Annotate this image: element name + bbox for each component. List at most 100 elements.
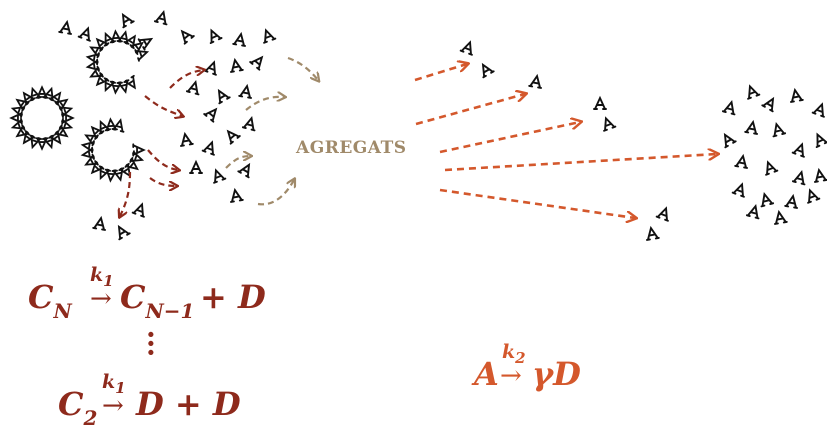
cluster-monomer — [22, 130, 36, 145]
monomer-glyph — [241, 115, 256, 132]
eq1-rate: k1 — [90, 264, 114, 290]
monomer-glyph — [137, 37, 154, 51]
monomer-glyph — [745, 203, 760, 220]
cluster-monomer — [58, 105, 74, 119]
cluster-monomer — [48, 91, 62, 106]
eq2-rhs: D + D — [136, 385, 241, 423]
cluster-monomer — [54, 124, 69, 138]
cluster-monomer — [129, 41, 144, 55]
cluster-monomer — [22, 91, 36, 106]
monomer-glyph — [807, 188, 821, 204]
monomer-glyph — [230, 57, 244, 73]
cluster-monomer — [41, 86, 55, 102]
release-arrow — [169, 70, 203, 89]
monomer-glyph — [765, 160, 779, 176]
eq3-rhs: γD — [532, 355, 581, 393]
monomer-glyph — [723, 132, 737, 149]
aggregates-label: AGREGATS — [296, 138, 407, 158]
monomer-glyph — [784, 193, 798, 209]
cluster-monomer — [111, 118, 125, 133]
monomer-glyph — [203, 107, 218, 123]
release-arrow — [120, 171, 132, 216]
eq2-arrow: → — [102, 391, 124, 421]
cluster-monomer — [10, 117, 26, 131]
monomer-glyph — [201, 140, 215, 156]
cluster-monomer — [124, 157, 139, 171]
monomer-glyph — [814, 167, 827, 183]
cluster-monomer — [84, 153, 99, 166]
monomer-glyph — [731, 182, 745, 198]
cluster-monomer — [89, 46, 104, 59]
cluster-monomer — [109, 80, 123, 95]
monomer-glyph — [593, 95, 607, 110]
monomer-glyph — [528, 73, 542, 89]
eq1-rhs: C — [120, 278, 146, 316]
cluster-monomer — [54, 98, 69, 112]
eq3-arrow: → — [500, 361, 522, 391]
cluster-monomer — [98, 165, 111, 181]
cluster-monomer — [90, 125, 105, 140]
monomer-glyph — [734, 153, 748, 169]
cluster-monomer — [116, 79, 130, 94]
cluster-monomer — [109, 29, 123, 44]
cluster-monomer — [123, 34, 136, 50]
equation-degradation: A → k2 γD — [474, 341, 634, 395]
cluster-monomer — [80, 140, 95, 154]
cluster-monomer — [116, 30, 130, 45]
equation-cluster-release: CN → k1 CN−1 + D — [28, 264, 288, 328]
monomer-glyph — [791, 169, 806, 186]
monomer-glyph — [121, 12, 135, 29]
monomer-glyph — [226, 129, 241, 145]
cluster-monomer — [58, 117, 74, 131]
eq2-rate: k1 — [102, 371, 126, 397]
monomer-glyph — [747, 84, 761, 100]
cluster-monomer — [104, 117, 118, 132]
eq1-rhs-sub: N−1 — [145, 299, 195, 323]
monomer-glyph — [237, 162, 251, 179]
cluster-monomer — [10, 105, 26, 119]
monomer-glyph — [481, 62, 495, 79]
monomer-glyph — [744, 119, 758, 135]
cluster-monomer — [129, 150, 145, 163]
cluster-monomer — [103, 77, 116, 93]
degradation-arrow — [439, 188, 635, 218]
free-monomers — [58, 9, 827, 241]
degradation-arrow — [444, 154, 717, 172]
cluster-monomer — [29, 134, 43, 150]
eq2-lhs: C — [58, 385, 84, 423]
monomer-glyph — [131, 202, 145, 218]
monomer-glyph — [603, 116, 617, 132]
aggregation-arrow — [257, 180, 294, 206]
monomer-glyph — [811, 102, 825, 118]
cluster-monomer — [80, 146, 95, 160]
cluster-monomer — [15, 124, 30, 138]
monomer-glyph — [791, 142, 805, 158]
micelle-clusters — [9, 29, 150, 183]
monomer-glyph — [646, 225, 660, 241]
eq2-lhs-sub: 2 — [83, 406, 98, 430]
release-arrows — [120, 70, 203, 216]
cluster-monomer — [35, 137, 49, 151]
cluster-micelle — [80, 117, 146, 183]
cluster-monomer — [123, 74, 136, 90]
release-arrow — [149, 177, 176, 186]
cluster-monomer — [85, 52, 100, 66]
cluster-monomer — [85, 58, 100, 72]
cluster-monomer — [29, 86, 43, 102]
monomer-glyph — [58, 19, 72, 35]
cluster-monomer — [61, 111, 75, 125]
monomer-glyph — [185, 79, 200, 96]
monomer-glyph — [180, 29, 195, 45]
degradation-arrow — [415, 94, 525, 126]
degradation-arrow — [414, 64, 467, 82]
cluster-monomer — [104, 168, 118, 183]
cluster-monomer — [90, 160, 105, 175]
cluster-monomer — [48, 130, 62, 145]
monomer-glyph — [117, 224, 131, 241]
monomer-glyph — [772, 121, 787, 138]
cluster-micelle — [85, 29, 150, 95]
eq1-lhs: C — [28, 278, 54, 316]
cluster-monomer — [103, 31, 116, 47]
cluster-monomer — [41, 134, 55, 150]
vertical-ellipsis: ··· — [146, 318, 156, 369]
